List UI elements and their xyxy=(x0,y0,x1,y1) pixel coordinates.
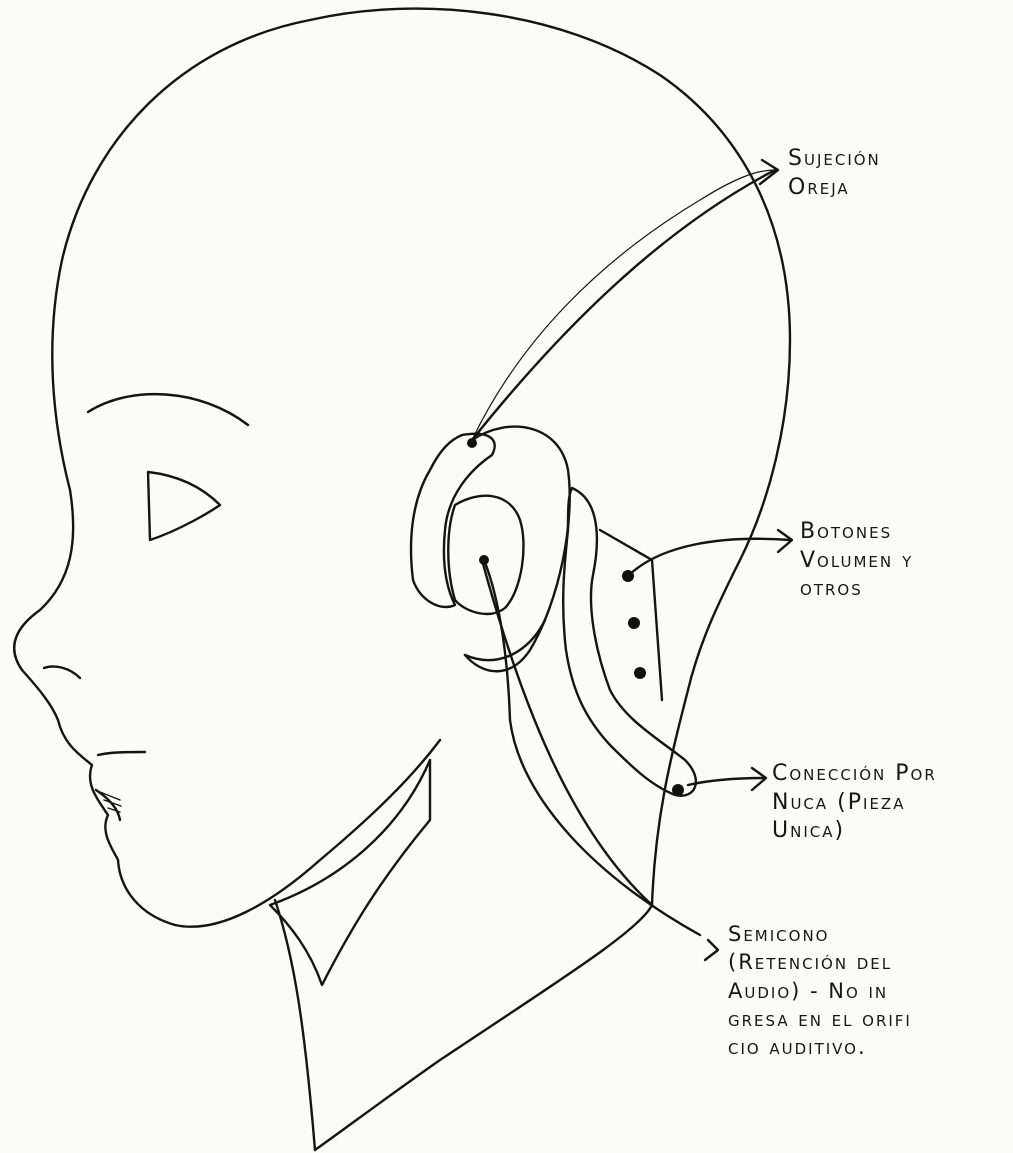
headband-arc xyxy=(472,170,775,440)
eyebrow xyxy=(88,394,248,425)
label-line: Volumen y xyxy=(800,547,913,576)
label-line: Audio) - No in xyxy=(728,977,912,1005)
ear-hook-dot xyxy=(467,438,477,448)
eye xyxy=(148,472,220,540)
button-dot-2 xyxy=(628,617,640,629)
headband-arc-2 xyxy=(472,170,775,440)
botones-arrow xyxy=(778,530,792,552)
neck-back xyxy=(315,690,688,1150)
label-line: otros xyxy=(800,575,913,604)
semicone-earpiece xyxy=(448,496,523,614)
label-line: cio auditivo. xyxy=(728,1033,912,1061)
label-line: Oreja xyxy=(788,174,881,203)
button-dot-3 xyxy=(634,667,646,679)
label-line: Semicono xyxy=(728,920,912,948)
semicone-arrow xyxy=(705,940,718,960)
ear-hook xyxy=(411,434,495,607)
neck-front xyxy=(275,900,315,1150)
label-conexion: Conección Por Nuca (Pieza Unica) xyxy=(772,760,937,846)
nape-line xyxy=(482,560,652,905)
label-sujecion: Sujeción Oreja xyxy=(788,145,881,202)
mouth-line xyxy=(98,752,145,755)
neckband xyxy=(563,488,696,796)
label-line: Nuca (Pieza xyxy=(772,789,937,818)
label-line: Unica) xyxy=(772,817,937,846)
neck-connector-dot xyxy=(672,784,684,796)
label-botones: Botones Volumen y otros xyxy=(800,518,913,604)
face-profile xyxy=(14,490,440,927)
label-line: gresa en el orifi xyxy=(728,1005,912,1033)
label-line: (Retención del xyxy=(728,948,912,976)
label-line: Sujeción xyxy=(788,145,881,174)
nostril-line xyxy=(44,666,80,678)
label-line: Conección Por xyxy=(772,760,937,789)
conexion-pointer xyxy=(688,778,765,785)
jaw-shadow xyxy=(270,760,430,985)
earpiece-dot xyxy=(479,555,489,565)
button-panel xyxy=(600,530,662,700)
back-head-outline xyxy=(52,20,310,490)
label-semicono: Semicono (Retención del Audio) - No in g… xyxy=(728,920,912,1062)
label-line: Botones xyxy=(800,518,913,547)
